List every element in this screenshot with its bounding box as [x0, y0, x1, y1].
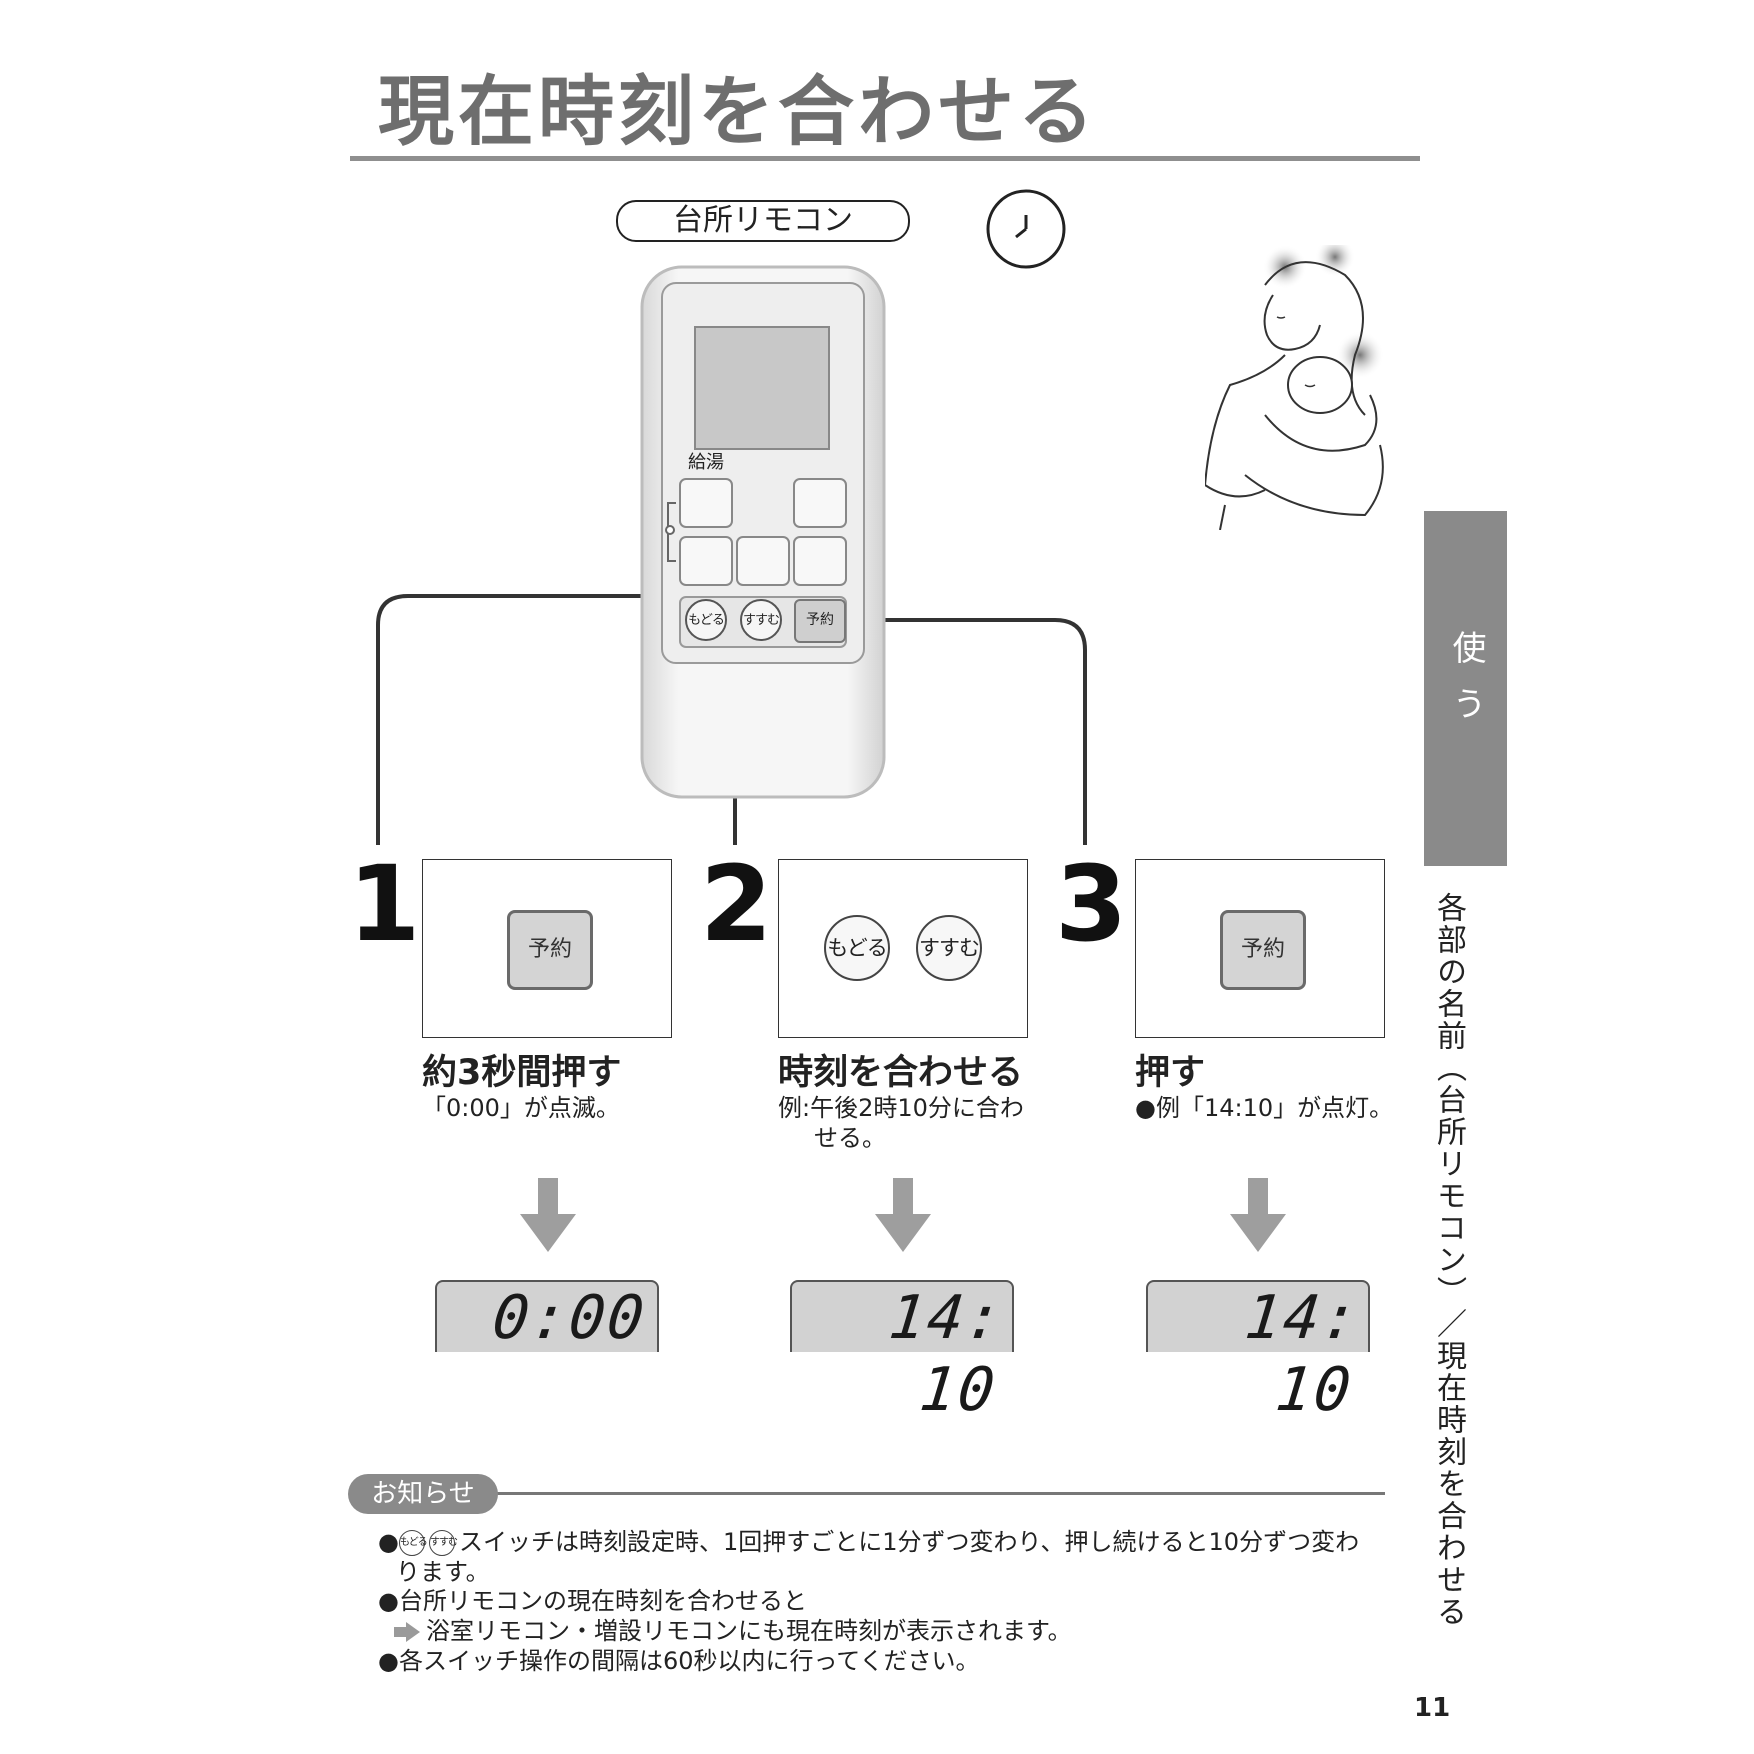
- bullet: ●: [378, 1528, 399, 1556]
- step-1-heading: 約3秒間押す: [422, 1053, 622, 1093]
- modoru-button[interactable]: もどる: [824, 915, 890, 981]
- modoru-small-icon: もどる: [398, 1530, 428, 1556]
- notice-badge: お知らせ: [348, 1474, 498, 1514]
- clock-icon: [986, 189, 1066, 269]
- notice-line-2: ●台所リモコンの現在時刻を合わせると: [378, 1587, 807, 1615]
- remote-modoru-label[interactable]: もどる: [688, 613, 725, 628]
- remote-yoyaku-label[interactable]: 予約: [806, 612, 834, 628]
- susumu-small-icon: すすむ: [428, 1530, 458, 1556]
- notice-line-3-text: 浴室リモコン・増設リモコンにも現在時刻が表示されます。: [426, 1617, 1072, 1645]
- notice-line-1: ●もどるすすむスイッチは時刻設定時、1回押すごとに1分ずつ変わり、押し続けると1…: [378, 1528, 1359, 1557]
- remote-susumu-label[interactable]: すすむ: [742, 613, 780, 628]
- lcd-time-2: 14: 10: [885, 1283, 1008, 1425]
- step-3-number: 3: [1055, 843, 1128, 965]
- step-2-number: 2: [700, 843, 773, 965]
- lcd-display-2: 14: 10: [790, 1280, 1014, 1425]
- lcd-time-1: 0:00: [488, 1283, 649, 1353]
- lcd-display-3: 14: 10: [1146, 1280, 1370, 1425]
- kyuto-label: 給湯: [688, 452, 724, 473]
- section-title: 各部の名前（台所リモコン）／現在時刻を合わせる: [1431, 892, 1466, 1628]
- susumu-button[interactable]: すすむ: [916, 915, 982, 981]
- step-3-box: 予約: [1135, 859, 1385, 1038]
- step-1-number: 1: [348, 843, 421, 965]
- page-title: 現在時刻を合わせる: [378, 67, 1098, 156]
- yoyaku-button[interactable]: 予約: [507, 910, 593, 990]
- arrow-right-icon: [394, 1622, 420, 1642]
- remote-label: 台所リモコン: [616, 200, 910, 242]
- notice-line-1-text: スイッチは時刻設定時、1回押すごとに1分ずつ変わり、押し続けると10分ずつ変わ: [458, 1528, 1360, 1556]
- side-tab-label: 使う: [1446, 630, 1486, 742]
- notice-line-3: 浴室リモコン・増設リモコンにも現在時刻が表示されます。: [394, 1617, 1072, 1646]
- mother-baby-illustration: [1205, 245, 1384, 530]
- step-1-box: 予約: [422, 859, 672, 1038]
- step-2-box: もどる すすむ: [778, 859, 1028, 1038]
- down-arrow-icon: [1230, 1178, 1286, 1252]
- down-arrow-icon: [875, 1178, 931, 1252]
- page-number: 11: [1414, 1693, 1451, 1723]
- lcd-display-1: 0:00: [435, 1280, 659, 1353]
- step-3-desc: ●例「14:10」が点灯。: [1135, 1094, 1394, 1122]
- side-tab: [1424, 511, 1507, 866]
- notice-line-4: ●各スイッチ操作の間隔は60秒以内に行ってください。: [378, 1647, 980, 1675]
- notice-divider: [490, 1492, 1385, 1495]
- lcd-time-3: 14: 10: [1241, 1283, 1364, 1425]
- step-1-desc: 「0:00」が点滅。: [422, 1094, 620, 1122]
- step-2-heading: 時刻を合わせる: [778, 1053, 1024, 1093]
- kitchen-remote: 給湯 もどる すすむ 予約: [640, 265, 886, 799]
- step-2-desc-line1: 例:午後2時10分に合わ: [778, 1094, 1024, 1122]
- title-divider: [350, 156, 1420, 161]
- notice-line-1-cont: ります。: [396, 1558, 490, 1586]
- step-3-heading: 押す: [1135, 1053, 1206, 1093]
- down-arrow-icon: [520, 1178, 576, 1252]
- yoyaku-button[interactable]: 予約: [1220, 910, 1306, 990]
- step-2-desc-line2: せる。: [814, 1124, 886, 1152]
